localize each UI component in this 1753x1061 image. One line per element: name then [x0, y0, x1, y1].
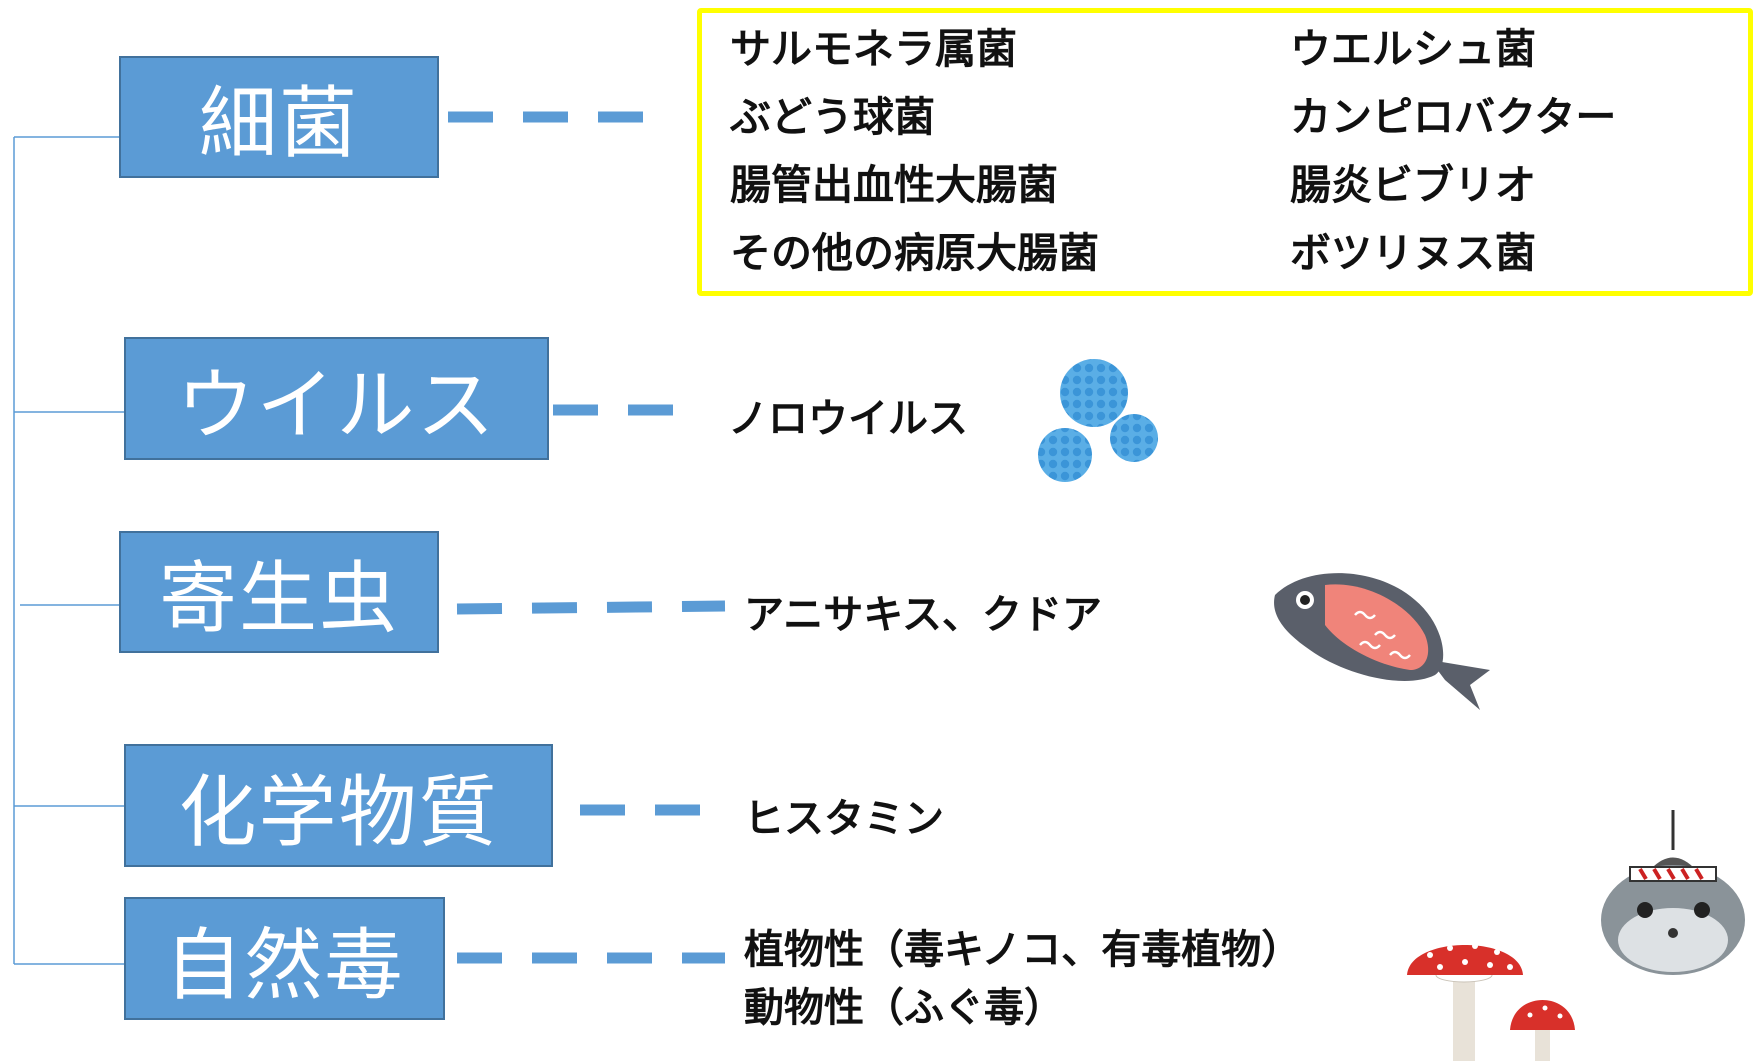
virus-icon	[1038, 359, 1158, 482]
category-label: ウイルス	[176, 360, 497, 451]
pufferfish-icon	[1601, 810, 1745, 975]
bacteria-list-box: サルモネラ属菌 ウエルシュ菌 ぶどう球菌 カンピロバクター 腸管出血性大腸菌 腸…	[697, 8, 1753, 296]
category-chemical: 化学物質	[124, 744, 553, 867]
chemical-text: ヒスタミン	[744, 796, 944, 842]
category-label: 自然毒	[164, 920, 405, 1011]
category-natural-toxin: 自然毒	[124, 897, 445, 1020]
natural-toxin-plant-text: 植物性（毒キノコ、有毒植物）	[744, 927, 1302, 973]
parasite-text: アニサキス、クドア	[744, 592, 1102, 638]
natural-toxin-animal-text: 動物性（ふぐ毒）	[744, 985, 1064, 1031]
category-bacteria: 細菌	[119, 56, 439, 178]
dash-parasite	[456, 600, 726, 615]
bacteria-item: カンピロバクター	[1290, 93, 1617, 141]
bacteria-list: サルモネラ属菌 ウエルシュ菌 ぶどう球菌 カンピロバクター 腸管出血性大腸菌 腸…	[730, 19, 1748, 283]
bacteria-item: 腸管出血性大腸菌	[730, 161, 1058, 209]
bacteria-item: ぶどう球菌	[730, 93, 935, 141]
category-label: 細菌	[198, 79, 359, 169]
category-parasite: 寄生虫	[119, 531, 439, 653]
bacteria-item: サルモネラ属菌	[730, 25, 1017, 73]
bacteria-item: ボツリヌス菌	[1290, 229, 1536, 277]
bacteria-item: その他の病原大腸菌	[730, 229, 1099, 277]
virus-text: ノロウイルス	[728, 396, 968, 442]
category-label: 寄生虫	[158, 554, 399, 644]
mushroom-icon	[1407, 943, 1575, 1061]
bacteria-item: ウエルシュ菌	[1290, 25, 1536, 73]
category-label: 化学物質	[178, 767, 499, 858]
bacteria-item: 腸炎ビブリオ	[1290, 161, 1536, 209]
category-virus: ウイルス	[124, 337, 549, 460]
fish-icon	[1274, 573, 1490, 710]
